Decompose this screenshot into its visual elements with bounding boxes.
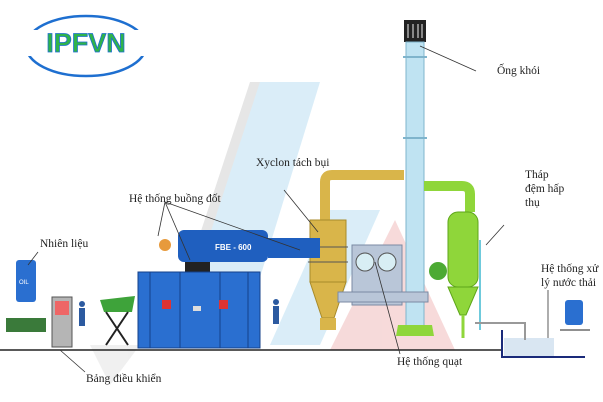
logo-text: IPFVN bbox=[46, 28, 126, 58]
burner-model-text: FBE - 600 bbox=[215, 243, 252, 252]
control-panel bbox=[51, 296, 73, 348]
label-line: thụ bbox=[525, 197, 540, 209]
label-wastewater: Hệ thống xử lý nước thải bbox=[541, 262, 598, 290]
label-fan-system: Hệ thống quạt bbox=[397, 356, 463, 368]
label-chimney: Ống khói bbox=[497, 65, 541, 77]
absorption-tower bbox=[424, 181, 481, 338]
feed-hopper bbox=[100, 296, 135, 346]
label-fuel: Nhiên liệu bbox=[40, 238, 89, 250]
leader-lines bbox=[27, 45, 549, 373]
label-absorption-tower: Tháp đệm hấp thụ bbox=[525, 168, 564, 210]
label-control-panel: Bảng điều khiển bbox=[86, 373, 162, 385]
svg-text:OIL: OIL bbox=[19, 280, 29, 286]
fan-system bbox=[337, 244, 429, 306]
label-line: Hệ thống xử bbox=[541, 263, 599, 275]
label-line: lý nước thải bbox=[541, 277, 597, 289]
combustion-system: FBE - 600 bbox=[137, 230, 320, 349]
label-combustion-system: Hệ thống buồng đốt bbox=[129, 193, 221, 205]
fuel-tank: OIL bbox=[6, 260, 46, 332]
label-cyclone: Xyclon tách bụi bbox=[256, 157, 330, 169]
label-line: đệm hấp bbox=[525, 183, 565, 195]
ipfvn-logo: IPFVN bbox=[22, 14, 152, 78]
wastewater-system bbox=[475, 300, 590, 358]
chimney bbox=[396, 20, 434, 336]
label-line: Tháp bbox=[525, 169, 549, 181]
workers bbox=[79, 299, 279, 326]
